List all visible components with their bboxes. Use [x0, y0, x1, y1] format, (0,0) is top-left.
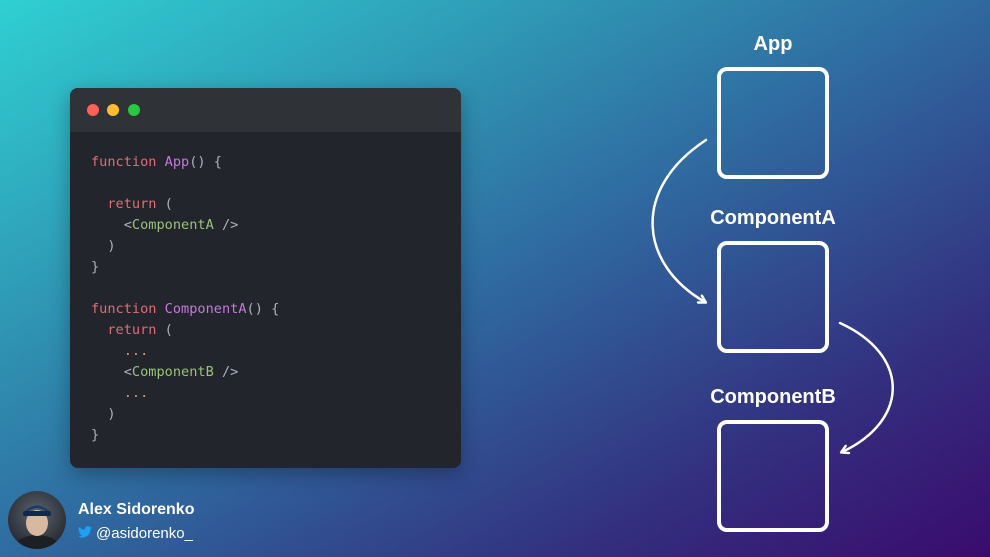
code-line: <ComponentA /> — [91, 215, 279, 236]
node-box-app — [717, 67, 829, 179]
code-line: ) — [91, 404, 279, 425]
code-window: function App() { return ( <ComponentA />… — [70, 88, 461, 468]
code-token: () { — [189, 154, 222, 170]
code-line: function App() { — [91, 152, 279, 173]
code-token: ComponentA — [164, 301, 247, 317]
code-token: ComponentA — [131, 217, 214, 233]
window-titlebar — [70, 88, 461, 132]
node-label-componenta: ComponentA — [710, 207, 836, 229]
code-token: function — [91, 301, 165, 317]
code-token: /> — [213, 217, 239, 233]
code-token: } — [91, 259, 100, 275]
code-line: } — [91, 425, 279, 446]
code-token: < — [91, 364, 132, 380]
code-line: function ComponentA() { — [91, 299, 279, 320]
code-token: return — [91, 322, 165, 338]
code-token: } — [91, 427, 100, 443]
code-token: ( — [164, 196, 173, 212]
author-name: Alex Sidorenko — [78, 501, 195, 518]
code-token: ( — [164, 322, 173, 338]
code-line: <ComponentB /> — [91, 362, 279, 383]
code-token: ComponentB — [131, 364, 214, 380]
arrow-componenta-to-componentb — [838, 321, 894, 452]
code-token: ) — [91, 238, 116, 254]
node-box-componenta — [717, 241, 829, 353]
close-window-dot[interactable] — [87, 104, 99, 116]
author-handle: @asidorenko_ — [96, 525, 193, 542]
code-token: ) — [91, 406, 116, 422]
code-line: return ( — [91, 320, 279, 341]
node-label-componentb: ComponentB — [710, 386, 836, 408]
code-line: ) — [91, 236, 279, 257]
avatar[interactable] — [8, 491, 66, 549]
code-token: ... — [91, 385, 149, 401]
code-token: function — [91, 154, 165, 170]
code-token: App — [164, 154, 190, 170]
code-token: /> — [213, 364, 239, 380]
code-block: function App() { return ( <ComponentA />… — [91, 152, 279, 446]
code-line: } — [91, 257, 279, 278]
code-token: ... — [91, 343, 149, 359]
code-token: return — [91, 196, 165, 212]
code-line: return ( — [91, 194, 279, 215]
code-line: ... — [91, 383, 279, 404]
maximize-window-dot[interactable] — [128, 104, 140, 116]
arrow-app-to-componenta — [651, 138, 708, 302]
minimize-window-dot[interactable] — [107, 104, 119, 116]
code-line: ... — [91, 341, 279, 362]
node-label-app: App — [753, 33, 793, 55]
code-token: < — [91, 217, 132, 233]
author-handle-row[interactable]: @asidorenko_ — [78, 525, 193, 542]
code-token: () { — [246, 301, 280, 317]
twitter-bird-icon — [78, 525, 92, 542]
node-box-componentb — [717, 420, 829, 532]
